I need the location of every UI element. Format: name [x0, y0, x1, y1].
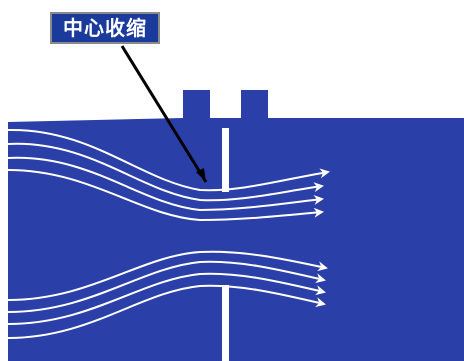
- vena-contracta-label: 中心收缩: [50, 12, 160, 44]
- streamline: [7, 142, 324, 202]
- streamline: [7, 156, 324, 212]
- orifice-plate-upper: [222, 128, 229, 192]
- orifice-plate-lower: [222, 285, 229, 361]
- streamline: [7, 284, 326, 339]
- streamline: [7, 169, 324, 222]
- streamline: [7, 128, 330, 192]
- callout-pointer-tip: [196, 168, 206, 182]
- pipe-body: [8, 90, 464, 361]
- streamline: [7, 250, 328, 301]
- upper-streamlines: [7, 128, 330, 222]
- callout-pointer: [120, 45, 208, 183]
- streamline: [7, 260, 326, 313]
- streamline: [7, 272, 326, 325]
- lower-streamlines: [7, 250, 328, 339]
